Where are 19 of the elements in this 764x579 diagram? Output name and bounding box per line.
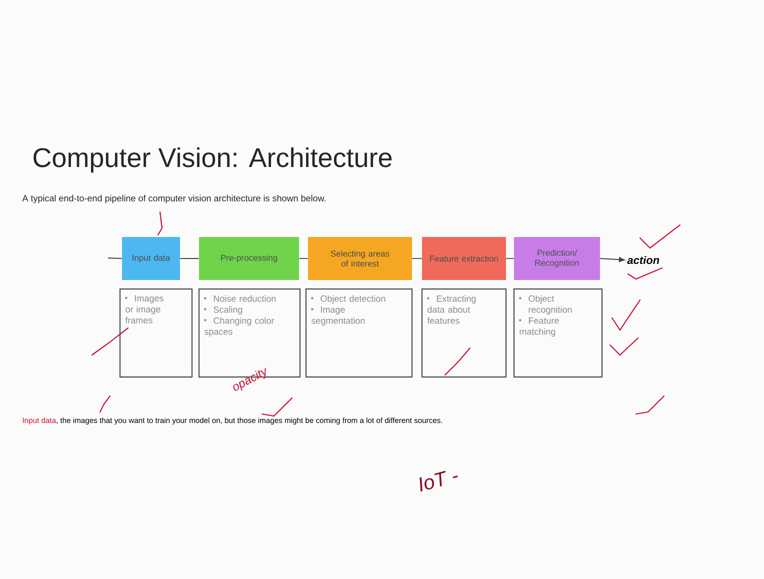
output-label: action [627, 256, 660, 264]
connector [298, 258, 308, 259]
connector [180, 258, 200, 259]
subtitle: A typical end-to-end pipeline of computer vision architecture is shown below. [22, 194, 326, 204]
handwritten-note: IoT - [420, 470, 458, 492]
stage-box: Pre-processing [199, 237, 299, 280]
connector [412, 258, 422, 259]
detail-box: Extracting data about features [421, 288, 507, 378]
stage-box: Input data [122, 237, 180, 280]
detail-box: Object detection Image segmentation [305, 288, 413, 378]
connector [108, 258, 122, 259]
stage-box: Selecting areas of interest [308, 237, 412, 280]
connector [506, 258, 514, 259]
detail-box: Object recognition Feature matching [513, 288, 603, 378]
detail-box: Images or image frames [119, 288, 193, 378]
stage-box: Prediction/ Recognition [514, 237, 600, 280]
connector [600, 257, 625, 262]
title: Computer Vision: Architecture [34, 147, 392, 173]
stage-box: Feature extraction [422, 237, 506, 280]
